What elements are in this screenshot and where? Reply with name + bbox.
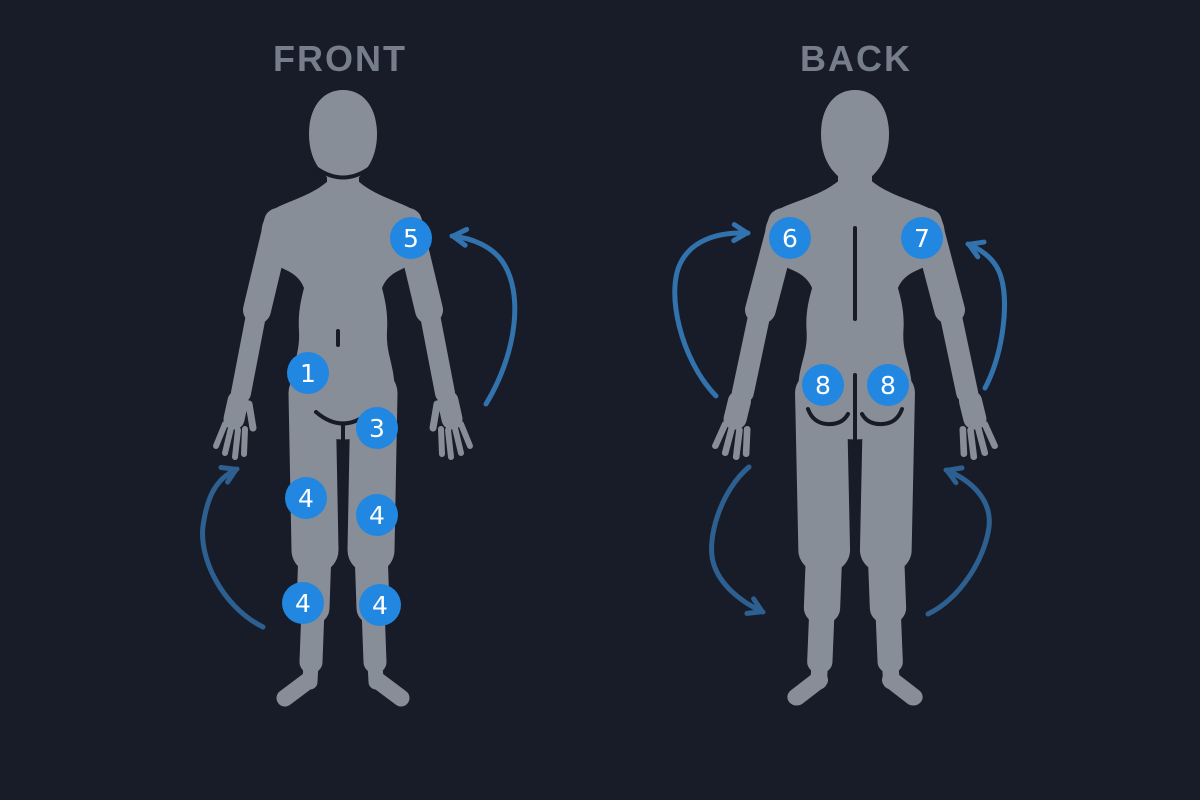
head bbox=[309, 90, 377, 184]
site-marker-4[interactable]: 4 bbox=[356, 494, 398, 536]
front-leg-rotation-arrow bbox=[200, 465, 266, 630]
site-marker-4[interactable]: 4 bbox=[282, 582, 324, 624]
back-right-leg-rotation-arrow bbox=[925, 465, 992, 617]
chin-line bbox=[314, 166, 372, 180]
back-left-shoulder-rotation-arrow bbox=[672, 222, 751, 399]
site-marker-4[interactable]: 4 bbox=[285, 477, 327, 519]
left-leg bbox=[787, 369, 851, 706]
site-marker-8[interactable]: 8 bbox=[867, 364, 909, 406]
site-marker-4[interactable]: 4 bbox=[359, 584, 401, 626]
right-leg bbox=[859, 369, 923, 706]
left-buttock-crease bbox=[806, 407, 850, 427]
right-buttock-crease bbox=[860, 407, 904, 427]
site-marker-5[interactable]: 5 bbox=[390, 217, 432, 259]
front-upper-arm-rotation-arrow bbox=[449, 226, 518, 407]
site-marker-1[interactable]: 1 bbox=[287, 352, 329, 394]
site-marker-3[interactable]: 3 bbox=[356, 407, 398, 449]
left-arm bbox=[213, 208, 292, 460]
front-view-title: FRONT bbox=[273, 38, 407, 79]
back-left-leg-rotation-arrow bbox=[709, 464, 766, 616]
site-marker-7[interactable]: 7 bbox=[901, 217, 943, 259]
site-marker-6[interactable]: 6 bbox=[769, 217, 811, 259]
back-view-title: BACK bbox=[800, 38, 912, 79]
back-right-shoulder-rotation-arrow bbox=[965, 239, 1007, 391]
site-marker-8[interactable]: 8 bbox=[802, 364, 844, 406]
